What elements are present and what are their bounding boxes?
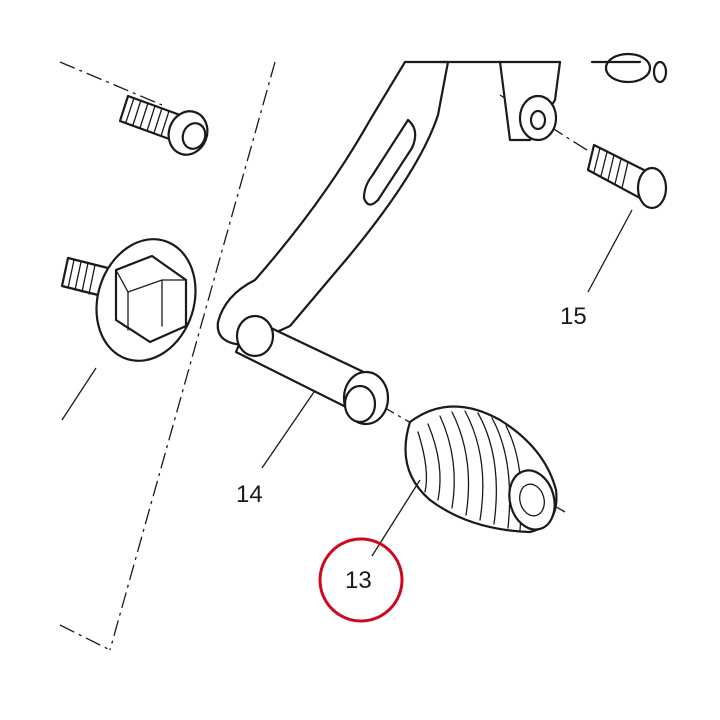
callout-14: 14 [236,481,263,508]
bolt-upper-left [118,94,209,156]
callout-13: 13 [345,567,372,594]
bolt-right [586,143,668,210]
shift-lever-arm [216,52,668,347]
pivot-pin [234,314,390,426]
foot-peg-rubber [404,405,558,534]
flange-nut-stud [60,238,197,362]
highlight-circle [318,537,404,623]
callout-15: 15 [560,303,587,330]
